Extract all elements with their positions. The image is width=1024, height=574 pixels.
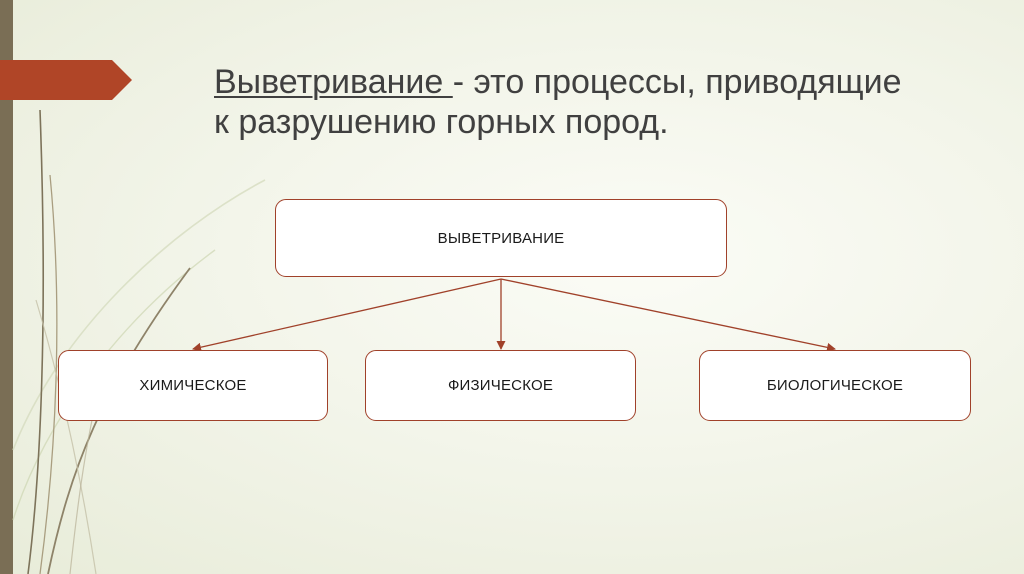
- node-chemical: ХИМИЧЕСКОЕ: [58, 350, 328, 421]
- slide-title: Выветривание - это процессы, приводящие …: [214, 62, 914, 142]
- node-physical: ФИЗИЧЕСКОЕ: [365, 350, 636, 421]
- node-biological: БИОЛОГИЧЕСКОЕ: [699, 350, 971, 421]
- left-accent-bar: [0, 0, 13, 574]
- arrow-to-biological: [500, 278, 836, 352]
- arrow-to-chemical: [192, 278, 502, 352]
- root-node-weathering: ВЫВЕТРИВАНИЕ: [275, 199, 727, 277]
- title-term: Выветривание: [214, 63, 453, 101]
- title-definition: - это процессы, приводящие к разрушению …: [214, 63, 902, 141]
- title-marker-tab: [0, 60, 132, 100]
